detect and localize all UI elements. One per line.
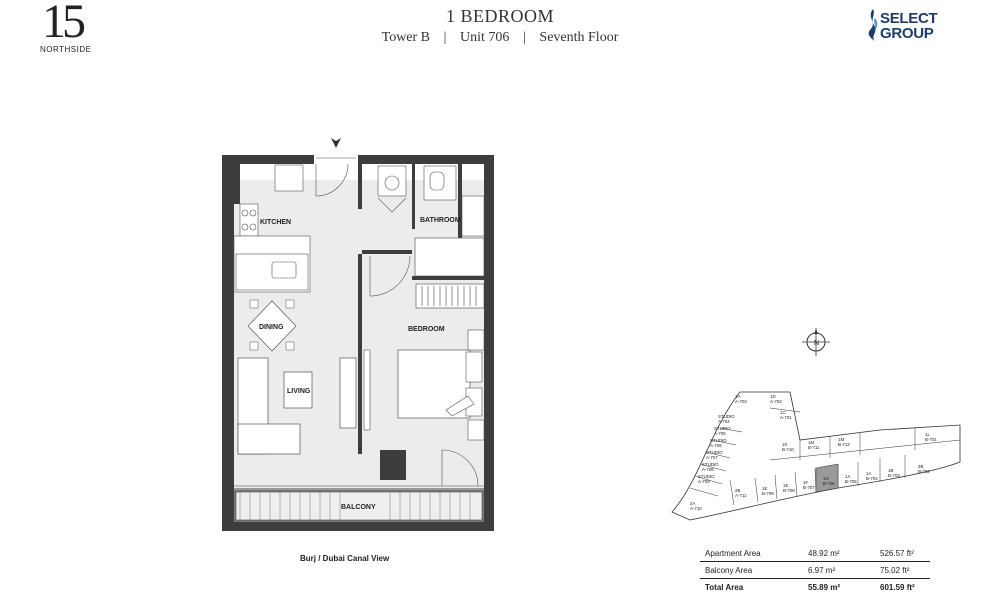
room-label-bedroom: BEDROOM	[408, 326, 445, 333]
key-plan-unit-code: A-707	[706, 455, 718, 460]
key-plan-unit-name: 1G	[823, 476, 829, 481]
key-plan-unit-code: B-706	[823, 481, 835, 486]
key-plan-unit-name: 1E	[762, 486, 767, 491]
view-caption: Burj / Dubai Canal View	[300, 554, 390, 563]
key-plan-unit-code: B-708	[783, 488, 795, 493]
key-plan: 1AA-7031DA-7021CA-701STUDIOA-704STUDIOA-…	[671, 391, 961, 521]
key-plan-unit-name: 1A	[735, 394, 740, 399]
entrance-arrow-icon	[331, 138, 341, 148]
key-plan-unit-code: B-701	[925, 437, 937, 442]
key-plan-unit-name: 1M	[838, 437, 844, 442]
area-sqft: 601.59 ft²	[880, 583, 915, 592]
sink	[271, 261, 297, 279]
bed	[397, 349, 483, 419]
logo-text: NORTHSIDE	[40, 45, 92, 54]
shower	[377, 165, 407, 197]
key-plan-unit-name: 3B	[918, 464, 923, 469]
key-plan-unit-name: STUDIO	[718, 414, 735, 419]
toilet	[429, 171, 445, 191]
separator: |	[443, 30, 447, 45]
highlighted-unit	[815, 463, 839, 493]
area-sqm: 55.89 m²	[808, 583, 841, 592]
area-sqft: 526.57 ft²	[880, 549, 914, 558]
area-label: Total Area	[705, 583, 744, 592]
sofa	[237, 357, 313, 455]
area-table: Apartment Area 48.92 m² 526.57 ft² Balco…	[700, 545, 930, 595]
bedroom-door	[369, 255, 411, 297]
key-plan-unit-code: A-706	[710, 443, 722, 448]
key-plan-unit-name: 1C	[780, 410, 786, 415]
brand-logo: SELECT GROUP	[864, 8, 964, 42]
key-plan-unit-code: B-710	[782, 447, 794, 452]
area-label: Balcony Area	[705, 566, 753, 575]
key-plan-unit-name: 1K	[782, 442, 787, 447]
entrance-door	[315, 163, 349, 197]
area-sqft: 75.02 ft²	[880, 566, 910, 575]
key-plan-unit-code: B-704	[866, 476, 878, 481]
key-plan-unit-code: A-710	[690, 506, 702, 511]
key-plan-unit-name: STUDIO	[706, 450, 723, 455]
area-row-total: Total Area 55.89 m² 601.59 ft²	[700, 578, 930, 595]
washbasin	[461, 195, 485, 237]
key-plan-unit-code: A-709	[698, 479, 710, 484]
unit-label: Unit 706	[460, 30, 510, 45]
area-row-apartment: Apartment Area 48.92 m² 526.57 ft²	[700, 545, 930, 561]
key-plan-unit-name: 1E	[783, 483, 788, 488]
key-plan-unit-name: STUDIO	[710, 438, 727, 443]
tower-label: Tower B	[381, 30, 431, 45]
room-label-bathroom: BATHROOM	[420, 217, 461, 224]
area-sqm: 6.97 m²	[808, 566, 836, 575]
separator: |	[523, 30, 526, 45]
dining-table	[247, 299, 297, 352]
key-plan-unit-code: B-705	[845, 479, 857, 484]
key-plan-unit-code: A-708	[702, 467, 714, 472]
key-plan-unit-name: STUDIO	[702, 462, 719, 467]
unit-subtitle: Tower B | Unit 706 | Seventh Floor	[0, 30, 1000, 46]
key-plan-unit-name: STUDIO	[714, 426, 731, 431]
key-plan-unit-code: A-701	[780, 415, 792, 420]
key-plan-unit-code: B-702	[918, 469, 930, 474]
brand-line-2: GROUP	[880, 25, 934, 42]
key-plan-unit-code: A-702	[770, 399, 782, 404]
key-plan-unit-code: B-712	[838, 442, 850, 447]
stove	[239, 203, 259, 237]
key-plan-unit-name: 1L	[925, 432, 930, 437]
page-title: 1 BEDROOM	[445, 6, 554, 26]
key-plan-unit-name: 1A	[845, 474, 850, 479]
key-plan-unit-name: 1M	[808, 440, 814, 445]
compass-icon: N	[802, 328, 830, 356]
logo-number: 15	[42, 0, 86, 48]
key-plan-unit-code: B-703	[888, 473, 900, 478]
key-plan-unit-name: 1B	[888, 468, 893, 473]
key-plan-unit-code: A-704	[718, 419, 730, 424]
flame-icon	[868, 9, 878, 41]
area-sqm: 48.92 m²	[808, 549, 840, 558]
brand-line-1: SELECT	[880, 10, 938, 27]
key-plan-unit-code: B-711	[808, 445, 820, 450]
key-plan-unit-code: A-703	[735, 399, 747, 404]
room-label-dining: DINING	[259, 324, 284, 331]
room-label-kitchen: KITCHEN	[260, 219, 291, 226]
area-row-balcony: Balcony Area 6.97 m² 75.02 ft²	[700, 561, 930, 578]
room-label-balcony: BALCONY	[341, 504, 376, 511]
room-label-living: LIVING	[287, 388, 311, 395]
key-plan-unit-name: 1F	[803, 480, 808, 485]
compass-label: N	[814, 340, 819, 347]
key-plan-unit-name: 2A	[690, 501, 695, 506]
key-plan-unit-code: A-705	[714, 431, 726, 436]
tv-unit	[339, 357, 357, 429]
floor-plan: KITCHEN BATHROOM BEDROOM DINING LIVING B…	[222, 138, 494, 531]
area-label: Apartment Area	[705, 549, 761, 558]
key-plan-unit-code: A-711	[735, 493, 747, 498]
key-plan-unit-name: 1D	[770, 394, 776, 399]
key-plan-unit-code: B-709	[762, 491, 774, 496]
walls	[222, 155, 494, 531]
key-plan-unit-name: 2B	[735, 488, 740, 493]
fridge	[274, 164, 304, 192]
key-plan-unit-name: STUDIO	[698, 474, 715, 479]
floor-label: Seventh Floor	[539, 30, 619, 45]
key-plan-unit-name: 1A	[866, 471, 871, 476]
key-plan-unit-code: B-707	[803, 485, 815, 490]
